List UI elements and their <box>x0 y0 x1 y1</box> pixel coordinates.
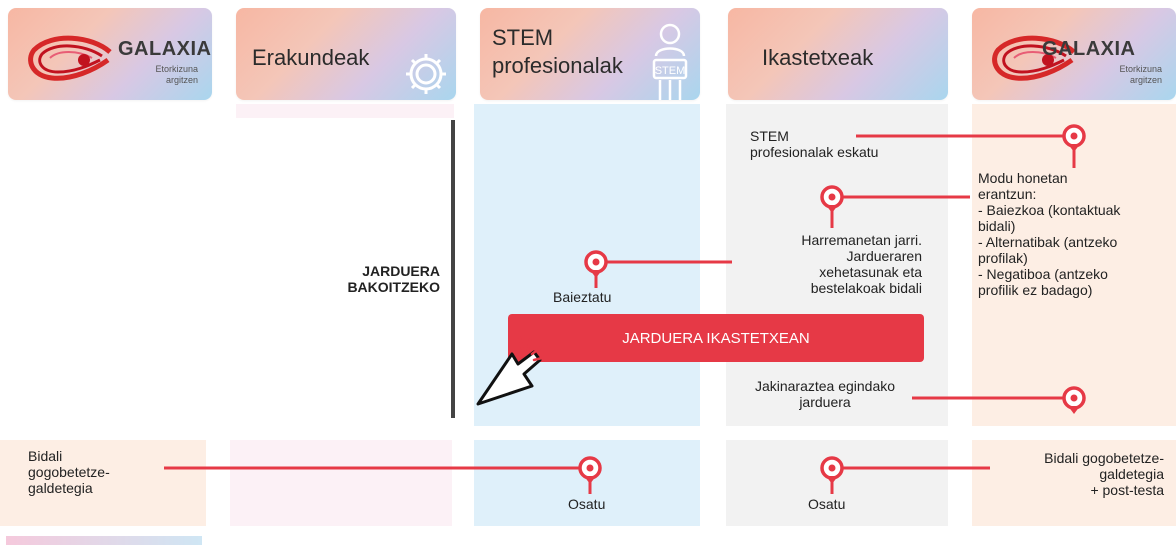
location-pin-icon <box>578 456 602 486</box>
contact-line: Harremanetan jarri. <box>801 232 922 248</box>
response-line: - Baiezkoa (kontaktuak <box>978 202 1121 218</box>
header-ikastetxeak: Ikastetxeak <box>728 8 948 100</box>
send-survey-post-line: galdetegia <box>1099 466 1164 482</box>
stem-header-line2: profesionalak <box>492 53 623 78</box>
contact-line: xehetasunak eta <box>819 264 922 280</box>
contact-line: Jardueraren <box>846 248 923 264</box>
activity-bar[interactable]: JARDUERA IKASTETXEAN <box>508 314 924 362</box>
galaxia-title: GALAXIA <box>118 38 212 60</box>
notify-line1: Jakinaraztea egindako <box>754 378 896 394</box>
connector-response <box>820 185 970 228</box>
response-line: - Negatiboa (antzeko <box>978 266 1108 282</box>
contact-line: bestelakoak bidali <box>810 280 922 296</box>
complete-stem-text: Osatu <box>568 496 606 512</box>
school-bottom-bg <box>726 440 948 526</box>
response-line: Modu honetan <box>978 170 1068 186</box>
school-column-bg <box>726 104 948 426</box>
header-galaxia-left: GALAXIA Etorkizuna argitzen <box>8 8 212 100</box>
stem-request-line2: profesionalak eskatu <box>750 144 879 160</box>
stem-badge-text: STEM <box>655 65 686 77</box>
send-survey-post-line: Bidali gogobetetze- <box>1044 450 1164 466</box>
header-galaxia-right: GALAXIA Etorkizuna argitzen <box>972 8 1176 100</box>
galaxia-subtitle: Etorkizuna argitzen <box>155 64 198 86</box>
confirm-text: Baieztatu <box>553 289 612 305</box>
notify-line2: jarduera <box>799 394 851 410</box>
galaxia-subtitle-line1: Etorkizuna <box>1119 64 1162 74</box>
send-survey-post-text: Bidali gogobetetze- galdetegia + post-te… <box>978 450 1164 498</box>
galaxia-subtitle-line2: argitzen <box>165 75 198 85</box>
galaxia-subtitle-line2: argitzen <box>1129 75 1162 85</box>
stem-request-text: STEM profesionalak eskatu <box>750 128 878 160</box>
stem-header-line1: STEM <box>492 25 554 50</box>
activity-bar-label: JARDUERA IKASTETXEAN <box>622 329 810 347</box>
response-options-text: Modu honetan erantzun: - Baiezkoa (konta… <box>978 170 1120 298</box>
jarduera-label: JARDUERA BAKOITZEKO <box>300 263 440 295</box>
send-survey-line: Bidali <box>28 448 63 464</box>
erakundeak-title: Erakundeak <box>252 45 370 70</box>
send-survey-line: gogobetetze- <box>28 464 110 480</box>
send-survey-text: Bidali gogobetetze- galdetegia <box>28 448 110 496</box>
org-bottom-bg <box>230 440 452 526</box>
org-column-top-strip <box>236 104 454 118</box>
galaxia-bottom-right-bg <box>972 440 1176 526</box>
location-pin-icon <box>1062 386 1086 416</box>
connector-stem-request <box>856 124 1086 168</box>
response-line: bidali) <box>978 218 1016 234</box>
response-line: profilak) <box>978 250 1028 266</box>
header-erakundeak: Erakundeak <box>236 8 456 100</box>
galaxia-bottom-left-bg <box>0 440 206 526</box>
galaxia-comet-logo <box>28 35 112 81</box>
location-pin-icon <box>1062 124 1086 154</box>
cursor-click-icon <box>476 336 544 406</box>
galaxia-subtitle: Etorkizuna argitzen <box>1119 64 1162 86</box>
stem-request-line1: STEM <box>750 128 789 144</box>
connector-contact <box>584 250 732 288</box>
galaxia-title: GALAXIA <box>1042 38 1136 60</box>
stem-person-icon: STEM <box>652 23 688 100</box>
location-pin-icon <box>584 250 608 280</box>
connector-school-survey <box>820 456 990 494</box>
jarduera-label-line2: BAKOITZEKO <box>347 279 440 295</box>
header-stem: STEM profesionalak STEM <box>480 8 700 100</box>
bottom-gradient-strip <box>6 536 202 545</box>
ikastetxeak-title: Ikastetxeak <box>762 45 874 70</box>
notify-text: Jakinaraztea egindako jarduera <box>730 378 920 410</box>
response-line: - Alternatibak (antzeko <box>978 234 1118 250</box>
connector-notify <box>912 386 1086 416</box>
jarduera-label-line1: JARDUERA <box>362 263 440 279</box>
response-line: profilik ez badago) <box>978 282 1093 298</box>
gear-icon <box>406 54 446 94</box>
send-survey-line: galdetegia <box>28 480 93 496</box>
connector-survey <box>164 456 602 494</box>
response-line: erantzun: <box>978 186 1037 202</box>
location-pin-icon <box>820 185 844 215</box>
galaxia-comet-logo <box>992 35 1076 81</box>
galaxia-subtitle-line1: Etorkizuna <box>155 64 198 74</box>
send-survey-post-line: + post-testa <box>1090 482 1164 498</box>
location-pin-icon <box>820 456 844 486</box>
stem-bottom-bg <box>474 440 700 526</box>
complete-school-text: Osatu <box>808 496 846 512</box>
vertical-divider <box>451 120 455 418</box>
contact-text: Harremanetan jarri. Jardueraren xehetasu… <box>736 232 922 296</box>
